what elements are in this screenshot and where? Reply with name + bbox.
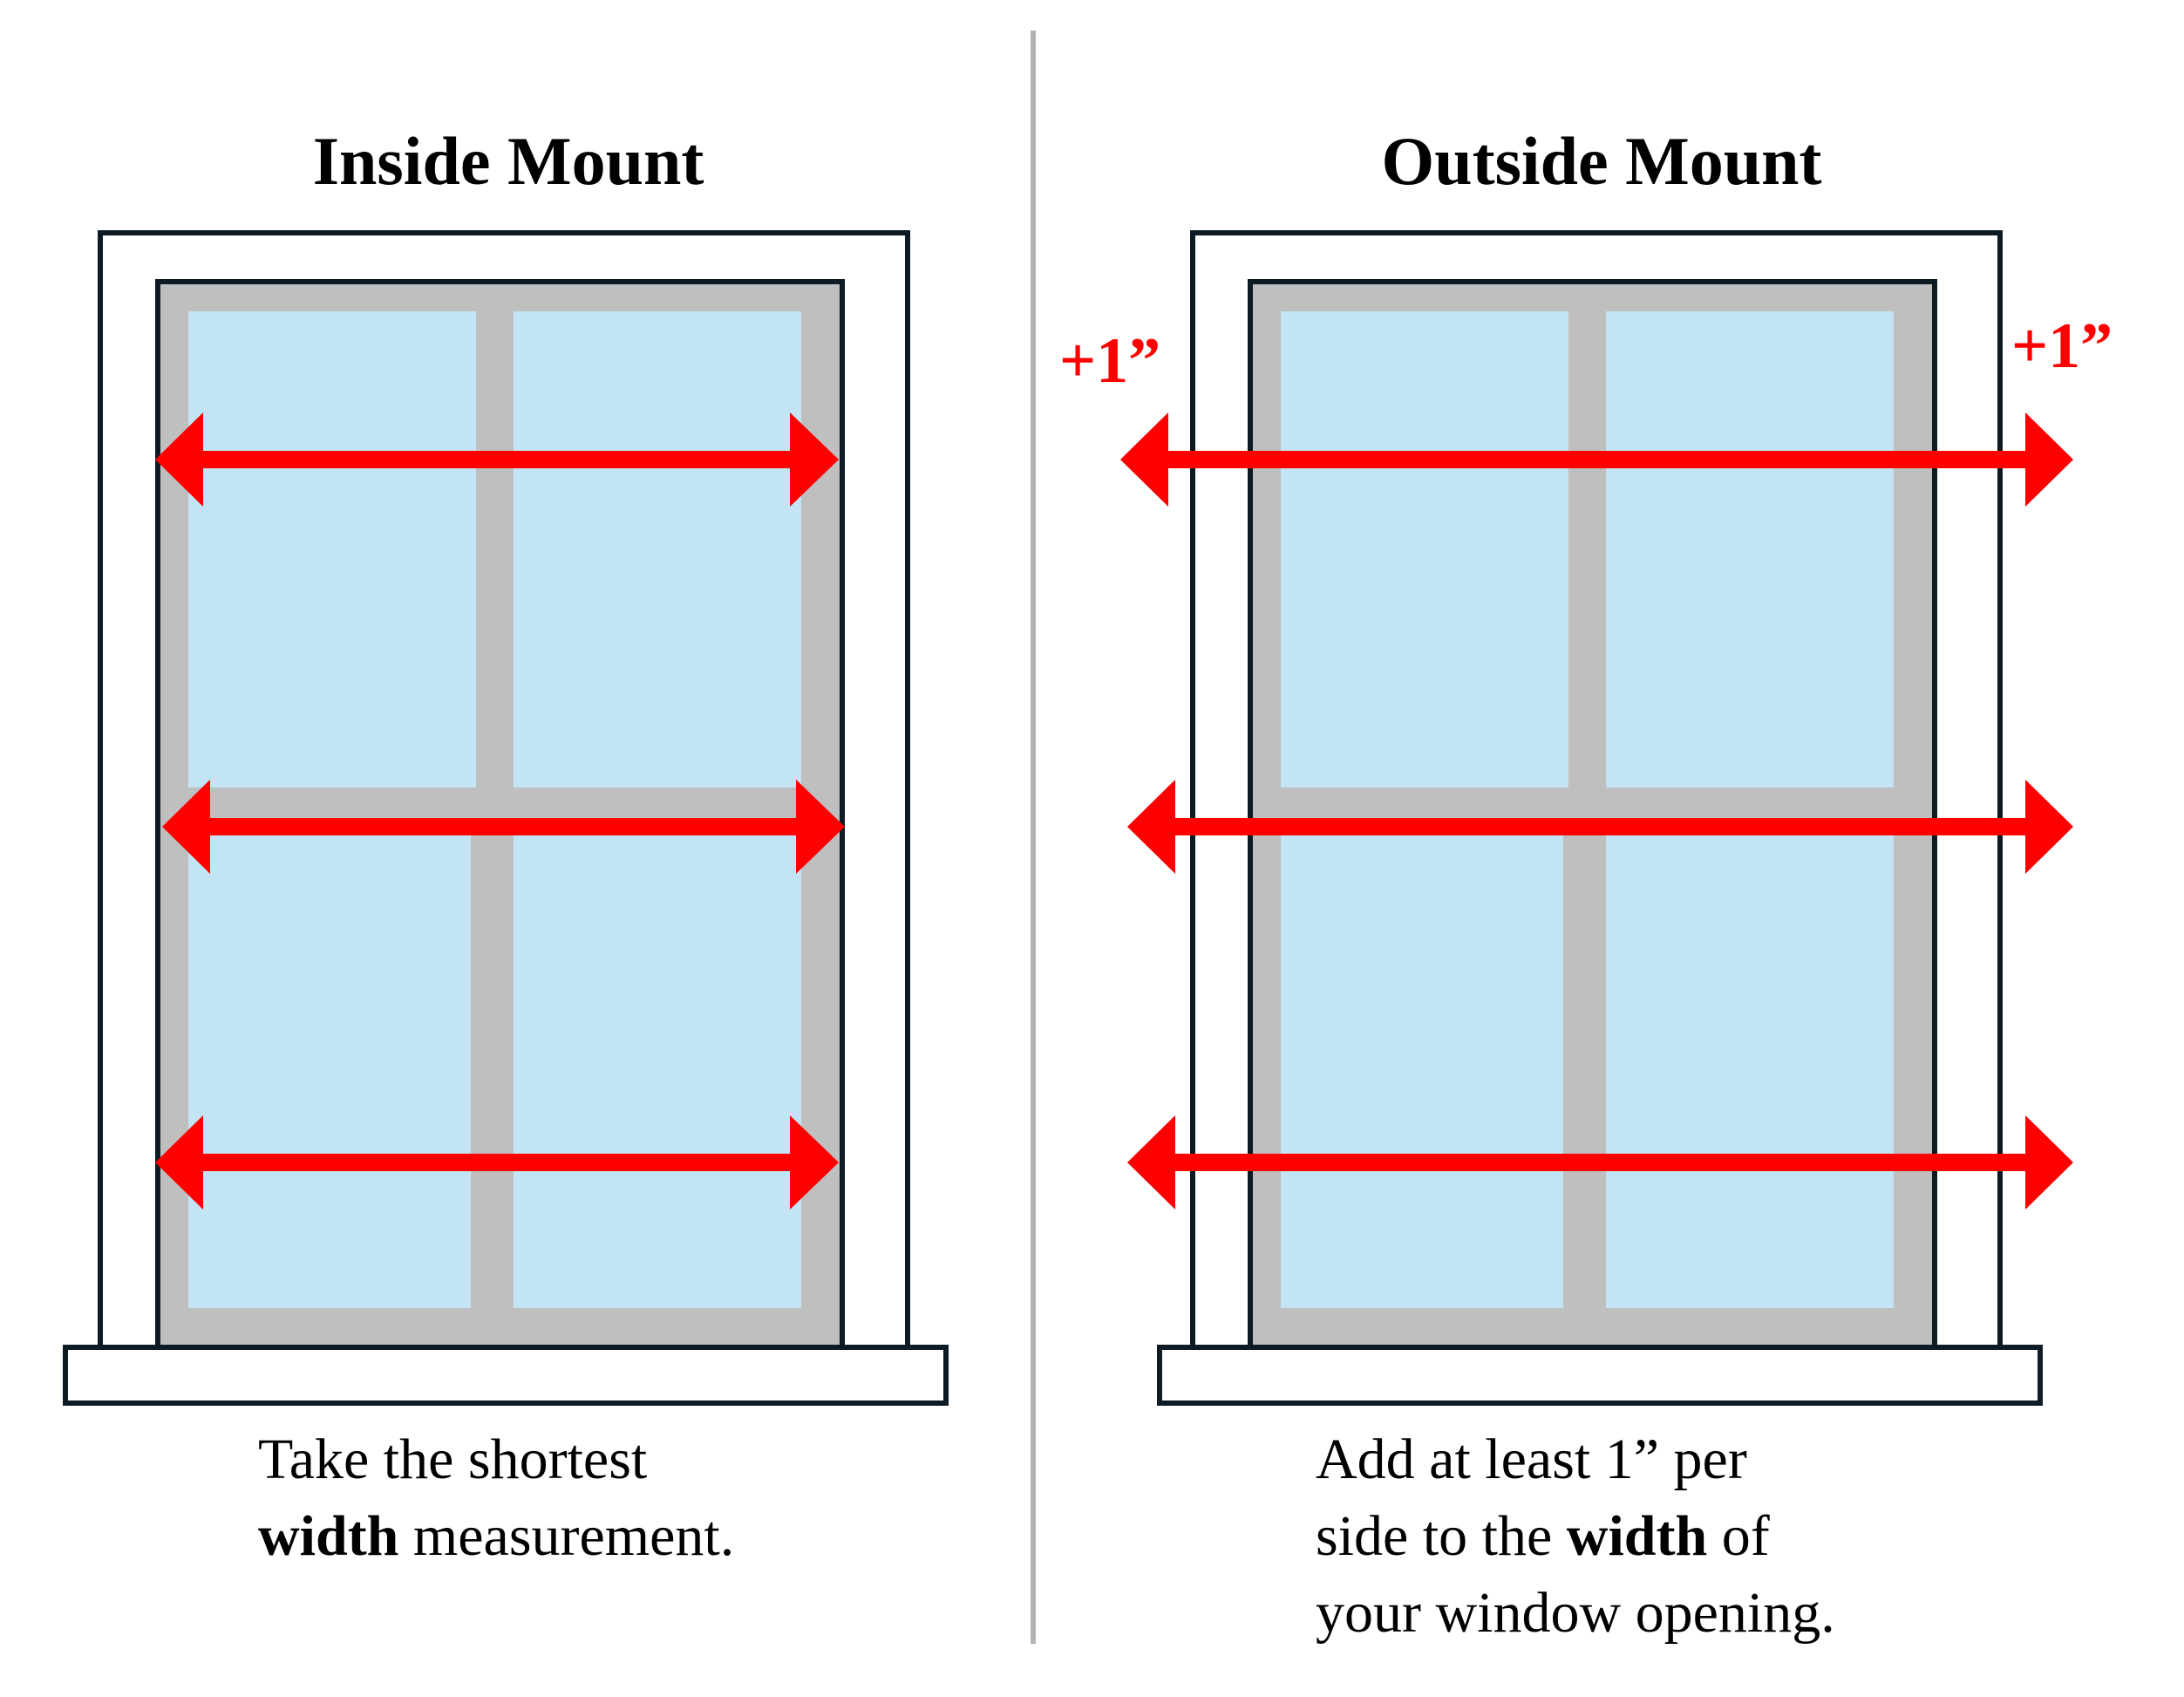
outside-left-plus-label: +1”	[1059, 325, 1161, 397]
inside-pane-top-left	[188, 311, 476, 787]
inside-caption-line1: Take the shortest	[258, 1428, 648, 1491]
outside-pane-top-left	[1281, 311, 1568, 787]
outside-mount-title: Outside Mount	[1381, 123, 1822, 199]
inside-caption-width: width	[258, 1504, 399, 1568]
outside-caption-line2-pre: side to the	[1316, 1504, 1567, 1568]
inside-pane-top-right	[514, 311, 801, 787]
inside-pane-bottom-right	[514, 835, 801, 1308]
outside-caption-line2-post: of	[1707, 1504, 1770, 1568]
inside-window-sill	[63, 1345, 949, 1406]
outside-arrow-bottom	[1127, 1115, 2073, 1210]
outside-caption-width: width	[1566, 1504, 1708, 1568]
inside-pane-bottom-left	[188, 835, 471, 1308]
inside-caption-line2: width measurement.	[258, 1498, 734, 1575]
outside-arrow-middle	[1127, 780, 2073, 874]
outside-arrow-top	[1120, 412, 2073, 507]
inside-caption: Take the shortest width measurement.	[258, 1421, 734, 1575]
outside-caption-line3: your window opening.	[1316, 1581, 1835, 1645]
outside-pane-bottom-left	[1281, 835, 1563, 1308]
inside-mount-title: Inside Mount	[312, 123, 704, 199]
outside-right-plus-label: +1”	[2011, 310, 2113, 382]
outside-caption-line2: side to the width of	[1316, 1498, 1835, 1575]
inside-arrow-bottom	[155, 1115, 839, 1210]
inside-caption-line2-rest: measurement.	[398, 1504, 735, 1568]
outside-pane-top-right	[1606, 311, 1894, 787]
inside-arrow-middle	[162, 780, 845, 874]
outside-pane-bottom-right	[1606, 835, 1894, 1308]
outside-caption-line1: Add at least 1” per	[1316, 1428, 1747, 1491]
outside-caption: Add at least 1” per side to the width of…	[1316, 1421, 1835, 1652]
inside-arrow-top	[155, 412, 839, 507]
outside-window-sill	[1157, 1345, 2043, 1406]
